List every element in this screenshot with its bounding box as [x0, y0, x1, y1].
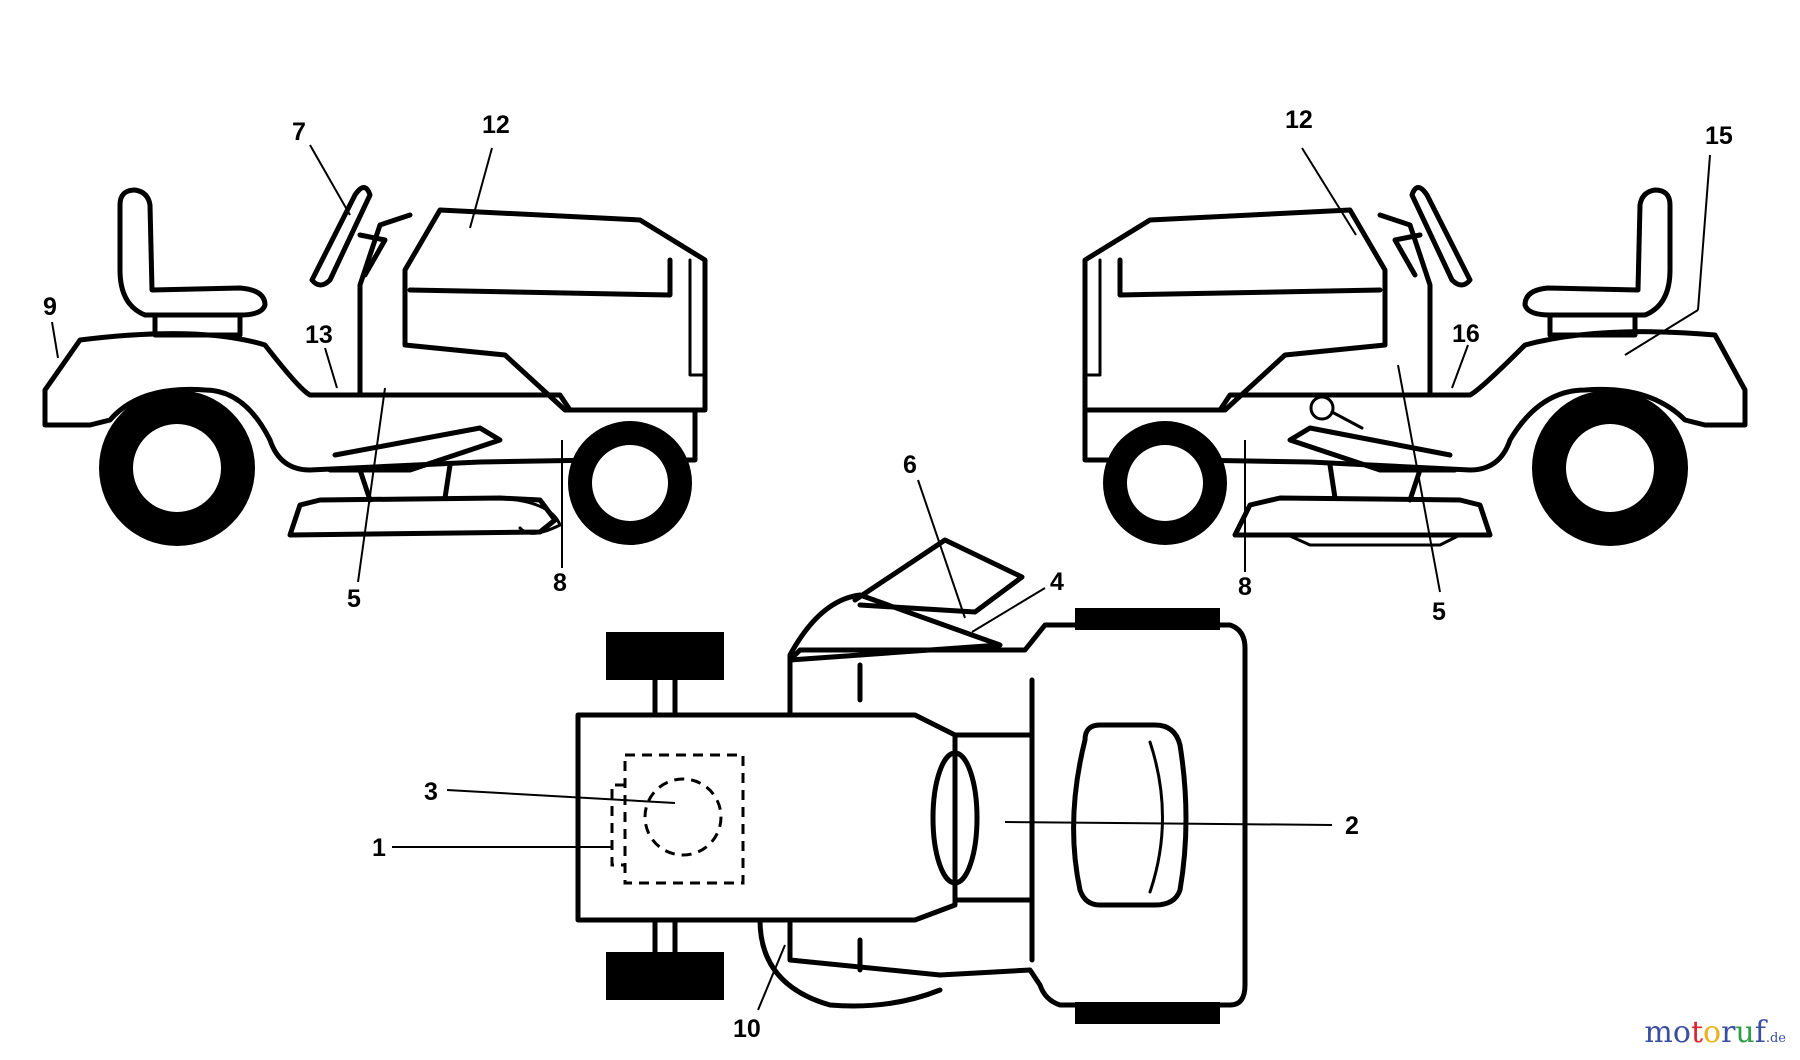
leader-right-15 [1697, 154, 1711, 311]
right-hood-side [1117, 257, 1383, 298]
right-hood [1082, 207, 1388, 413]
right-fuel-cap [1309, 395, 1335, 421]
left-seat [117, 187, 268, 318]
watermark-letter: o [1672, 1015, 1691, 1050]
callout-top-2: 2 [1345, 812, 1359, 840]
callout-right-15: 15 [1705, 122, 1733, 150]
callout-top-10: 10 [733, 1015, 761, 1043]
callout-right-5: 5 [1432, 598, 1446, 626]
top-mower-deck [787, 592, 1003, 663]
callout-top-3: 3 [424, 778, 438, 806]
callout-top-4: 4 [1050, 568, 1064, 596]
left-hood-side [407, 257, 673, 298]
right-lever [1330, 410, 1364, 430]
top-steering-area [952, 732, 1033, 903]
callout-top-6: 6 [903, 451, 917, 479]
callout-left-5: 5 [347, 585, 361, 613]
leader-left-13 [324, 347, 338, 389]
callout-top-1: 1 [372, 834, 386, 862]
top-deck-lower [757, 917, 943, 1009]
top-front-right-tire [606, 952, 724, 1000]
watermark-letter: o [1703, 1015, 1722, 1050]
watermark-suffix: .de [1765, 1031, 1786, 1046]
left-mower-deck [287, 495, 558, 538]
right-rear-hub [1566, 424, 1654, 512]
top-discharge-chute [852, 537, 1025, 615]
left-dash-panel [357, 212, 413, 398]
right-front-hub [1127, 445, 1203, 521]
callout-left-13: 13 [305, 321, 333, 349]
left-seat-post [152, 312, 243, 338]
leader-right-12 [1301, 147, 1357, 236]
left-steering-wheel [309, 185, 373, 288]
left-hood [402, 207, 708, 413]
top-engine-pulley [643, 777, 723, 857]
left-steering-column [357, 232, 388, 278]
callout-left-9: 9 [43, 293, 57, 321]
top-steering-wheel [930, 750, 980, 886]
callout-right-8: 8 [1238, 573, 1252, 601]
leader-right-15b [1624, 309, 1699, 356]
right-side-view-tractor [1082, 185, 1748, 547]
leader-left-12 [469, 147, 493, 229]
watermark-letter: r [1721, 1015, 1736, 1050]
top-frame [787, 622, 1248, 1008]
leader-left-9 [51, 321, 59, 359]
right-dash-panel [1377, 212, 1433, 398]
callout-right-16: 16 [1452, 320, 1480, 348]
left-footrest [327, 425, 503, 473]
callout-left-12: 12 [482, 111, 510, 139]
right-deck-belt [1288, 533, 1462, 547]
top-engine-outline [623, 753, 745, 885]
callout-right-12: 12 [1285, 106, 1313, 134]
leader-left-5 [357, 387, 386, 583]
motoruf-watermark-logo: motoruf.de [1644, 1015, 1786, 1050]
watermark-letter: f [1754, 1015, 1766, 1050]
watermark-letter: t [1690, 1015, 1703, 1050]
leader-right-5 [1397, 364, 1441, 593]
callout-labels: 7 12 9 13 5 8 12 15 16 8 5 6 4 3 1 2 10 [43, 106, 1733, 1043]
top-front-left-tire [606, 632, 724, 680]
right-seat [1522, 187, 1673, 318]
left-deck-chute [493, 496, 562, 535]
right-footrest [1287, 425, 1458, 473]
top-seat-back [1148, 740, 1164, 894]
right-mower-deck [1232, 495, 1493, 538]
leader-top-10 [757, 944, 786, 1011]
leader-top-4 [971, 587, 1046, 633]
leader-top-2 [1004, 821, 1333, 826]
left-deck-hanger [357, 462, 453, 503]
leader-right-16 [1451, 344, 1469, 389]
callout-left-7: 7 [292, 118, 306, 146]
callout-left-8: 8 [553, 569, 567, 597]
leader-lines [51, 144, 1711, 1011]
right-seat-post [1547, 312, 1638, 338]
watermark-letter: m [1644, 1015, 1673, 1050]
watermark-letter: u [1735, 1015, 1755, 1050]
left-side-view-tractor [42, 185, 708, 546]
top-view-tractor [575, 537, 1248, 1024]
right-grille [1083, 258, 1102, 377]
top-front-axle [652, 677, 678, 955]
left-front-hub [592, 445, 668, 521]
right-steering-wheel [1409, 185, 1473, 288]
leader-top-6 [917, 479, 966, 619]
left-rear-hub [133, 424, 221, 512]
top-engine-tab [610, 783, 625, 867]
leader-top-3 [446, 789, 676, 804]
top-hood [575, 712, 958, 923]
leader-left-7 [309, 144, 351, 216]
left-grille [688, 258, 707, 377]
top-seat [1071, 722, 1189, 908]
